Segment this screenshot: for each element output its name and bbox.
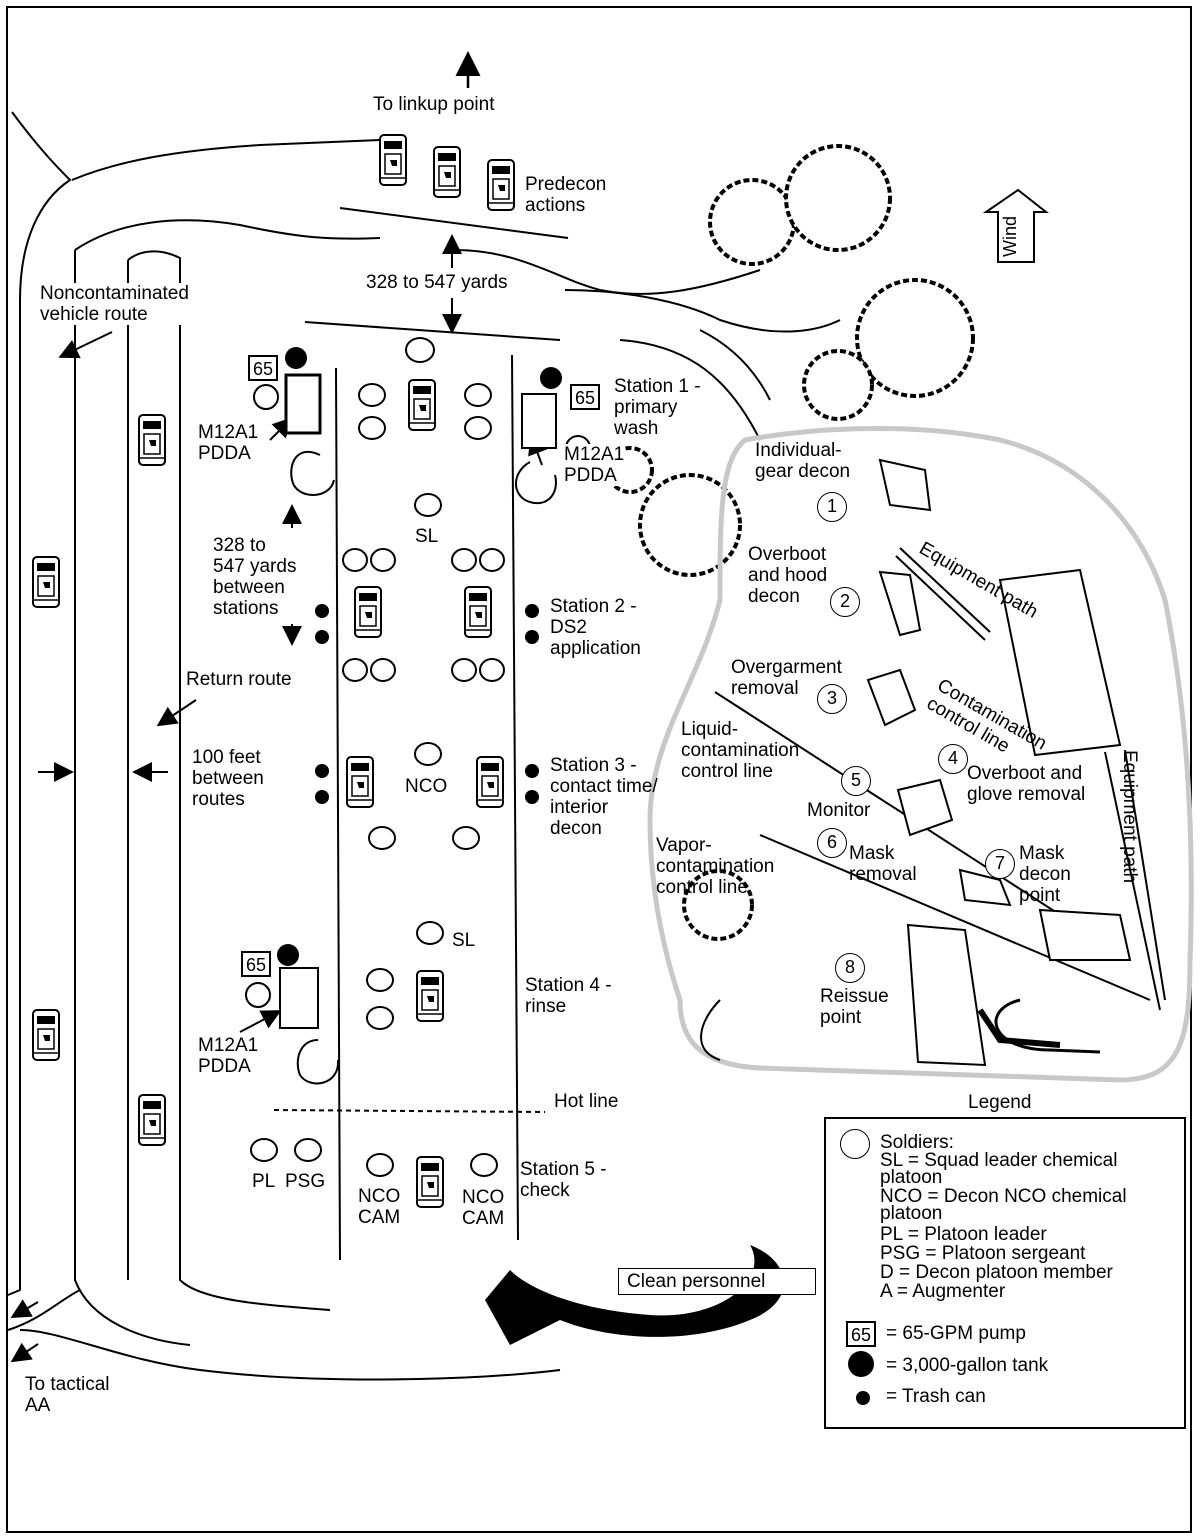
- legend-nco: NCO = Decon NCO chemical platoon: [880, 1186, 1127, 1224]
- label-monitor: Monitor: [807, 800, 871, 821]
- vehicle-station-3a: [346, 756, 374, 808]
- arrow-return: [156, 699, 197, 727]
- label-overgarment: Overgarment removal: [731, 657, 842, 699]
- vehicle-station-2b: [464, 586, 492, 638]
- label-sl-1: SL: [415, 526, 439, 547]
- legend-sl: SL = Squad leader chemical platoon: [880, 1150, 1118, 1188]
- step-4-marker: 4: [938, 744, 968, 774]
- label-wind: Wind: [1000, 215, 1021, 258]
- step-8-marker: 8: [835, 953, 865, 983]
- tanks-and-trash: [277, 347, 562, 966]
- label-liquid-line: Liquid- contamination control line: [681, 719, 800, 782]
- label-station-3: Station 3 - contact time/ interior decon: [550, 755, 658, 839]
- vehicle-station-4: [416, 970, 444, 1022]
- station-start-line: [304, 321, 561, 341]
- label-individual-gear: Individual- gear decon: [755, 440, 851, 482]
- label-predecon: Predecon actions: [525, 174, 607, 216]
- legend-box: Soldiers: SL = Squad leader chemical pla…: [824, 1117, 1186, 1429]
- vehicle-return-2: [138, 1094, 166, 1146]
- predecon-line: [339, 207, 569, 239]
- figure-frame: [6, 6, 1192, 1533]
- arrow-exit-2: [10, 1342, 39, 1363]
- legend-soldier-symbol: [840, 1129, 870, 1159]
- legend-trash: = Trash can: [886, 1386, 986, 1407]
- label-equipment-path-side: Equipment path: [1119, 750, 1140, 884]
- vehicle-predecon-2: [433, 146, 461, 198]
- vehicle-return-1: [138, 414, 166, 466]
- personnel-area-outline: [647, 425, 1194, 1083]
- vehicle-predecon-1: [379, 134, 407, 186]
- step-5-marker: 5: [841, 766, 871, 796]
- step-2-marker: 2: [830, 587, 860, 617]
- label-feet-between: 100 feet between routes: [192, 747, 264, 810]
- arrow-exit-1: [10, 1299, 39, 1319]
- label-mask-decon: Mask decon point: [1019, 843, 1071, 906]
- vehicle-station-5: [416, 1156, 444, 1208]
- label-hot-line: Hot line: [554, 1091, 619, 1112]
- pump-box: 65: [241, 951, 271, 977]
- label-sl-4: SL: [452, 930, 476, 951]
- legend-pl: PL = Platoon leader: [880, 1224, 1047, 1245]
- label-vapor-line: Vapor- contamination control line: [656, 835, 775, 898]
- label-reissue: Reissue point: [820, 986, 889, 1028]
- pump-box: 65: [570, 384, 600, 410]
- label-pl: PL: [252, 1171, 276, 1192]
- label-to-tactical: To tactical AA: [25, 1374, 110, 1416]
- legend-soldiers-head: Soldiers:: [880, 1132, 954, 1153]
- vehicle-noncontam-1: [32, 556, 60, 608]
- legend-tank-symbol: [848, 1351, 874, 1377]
- pump-box: 65: [248, 355, 278, 381]
- road-network: [7, 111, 841, 1381]
- lane-right-line: [511, 354, 519, 1241]
- label-clean-personnel: Clean personnel: [618, 1268, 816, 1295]
- label-station-5: Station 5 - check: [520, 1159, 607, 1201]
- label-distance-top: 328 to 547 yards: [362, 272, 512, 293]
- label-nco-cam-right: NCO CAM: [462, 1187, 505, 1229]
- label-station-4: Station 4 - rinse: [525, 975, 612, 1017]
- label-return-route: Return route: [186, 669, 292, 690]
- vehicle-station-1: [408, 379, 436, 431]
- label-m12a1-left-4: M12A1 PDDA: [198, 1035, 259, 1077]
- legend-d: D = Decon platoon member: [880, 1262, 1113, 1283]
- clean-personnel-arrow: [485, 1245, 784, 1345]
- label-m12a1-right-1: M12A1 PDDA: [564, 444, 625, 486]
- label-mask-removal: Mask removal: [849, 843, 917, 885]
- hot-line: [273, 1109, 546, 1113]
- label-noncontam-route: Noncontaminated vehicle route: [40, 283, 189, 325]
- vehicle-station-2a: [354, 586, 382, 638]
- vehicle-noncontam-2: [32, 1009, 60, 1061]
- vehicle-station-3b: [476, 756, 504, 808]
- legend-tank: = 3,000-gallon tank: [886, 1355, 1049, 1376]
- label-overboot-glove: Overboot and glove removal: [967, 763, 1086, 805]
- wind-arrow: [982, 188, 1049, 263]
- label-distance-stations: 328 to 547 yards between stations: [213, 535, 297, 619]
- label-nco-cam-left: NCO CAM: [358, 1186, 401, 1228]
- legend-psg: PSG = Platoon sergeant: [880, 1243, 1086, 1264]
- label-psg: PSG: [285, 1171, 326, 1192]
- label-nco-3: NCO: [405, 776, 448, 797]
- vehicle-predecon-3: [487, 159, 515, 211]
- soldier-circles: [245, 337, 591, 1177]
- label-m12a1-left-1: M12A1 PDDA: [198, 422, 259, 464]
- label-to-linkup: To linkup point: [373, 94, 495, 115]
- decon-figures: [866, 458, 1132, 1067]
- label-station-2: Station 2 - DS2 application: [550, 596, 641, 659]
- step-1-marker: 1: [817, 492, 847, 522]
- pdda-units: [279, 373, 557, 1029]
- arrow-noncontam: [58, 331, 113, 359]
- step-6-marker: 6: [817, 828, 847, 858]
- legend-trash-symbol: [856, 1391, 870, 1405]
- label-overboot-hood: Overboot and hood decon: [748, 544, 828, 607]
- legend-pump-symbol: 65: [846, 1321, 876, 1347]
- label-station-1: Station 1 - primary wash: [614, 376, 701, 439]
- arrow-pdda-4: [239, 1010, 282, 1033]
- step-3-marker: 3: [817, 684, 847, 714]
- legend-pump: = 65-GPM pump: [886, 1323, 1026, 1344]
- step-7-marker: 7: [985, 849, 1015, 879]
- legend-a: A = Augmenter: [880, 1281, 1006, 1302]
- pdda-hoses: [290, 450, 557, 1085]
- legend-title: Legend: [968, 1092, 1032, 1113]
